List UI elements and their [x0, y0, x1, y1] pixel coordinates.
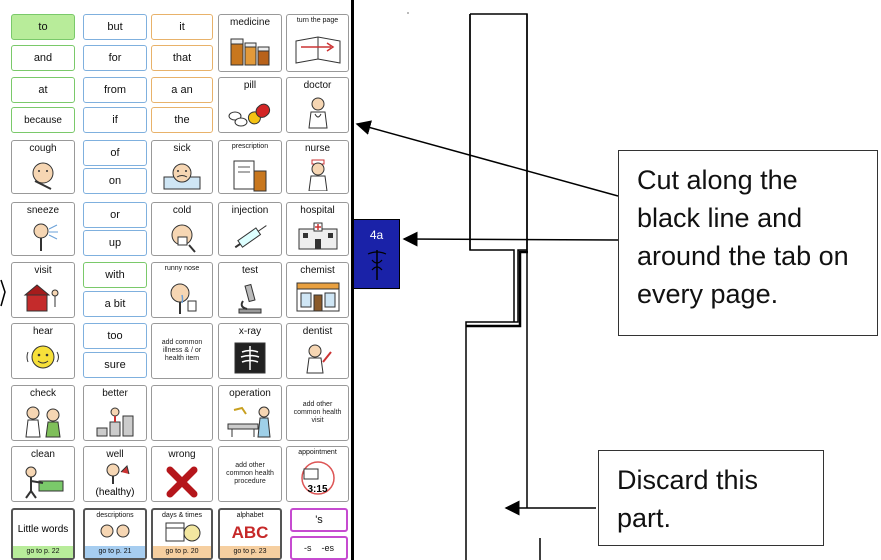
pic-runny-nose[interactable]: runny nose: [151, 262, 213, 318]
pic-chemist[interactable]: chemist: [286, 262, 349, 318]
pic-appointment[interactable]: appointment 3:15: [286, 446, 349, 502]
word-too[interactable]: too: [83, 323, 147, 349]
left-edge-mark: [0, 279, 6, 307]
word-for[interactable]: for: [83, 45, 147, 71]
word-s-es[interactable]: -s -es: [290, 536, 348, 560]
visit-house-icon: [23, 284, 59, 312]
pill-capsule-icon: [228, 103, 271, 127]
tab-4a: 4a: [354, 219, 400, 289]
operation-icon: [227, 406, 271, 438]
word-to[interactable]: to: [11, 14, 75, 40]
word-but[interactable]: but: [83, 14, 147, 40]
tab-label: 4a: [369, 228, 384, 242]
syringe-icon: [234, 225, 267, 249]
microscope-icon: [238, 283, 262, 314]
word-a-an[interactable]: a an: [151, 77, 213, 103]
pic-nurse[interactable]: nurse: [286, 140, 349, 194]
word-at[interactable]: at: [11, 77, 75, 103]
pic-cold[interactable]: cold: [151, 202, 213, 256]
pic-injection[interactable]: injection: [218, 202, 282, 256]
word-sure[interactable]: sure: [83, 352, 147, 378]
medicine-bottles-icon: [230, 38, 270, 66]
pic-xray[interactable]: x-ray: [218, 323, 282, 379]
caduceus-icon: [367, 250, 387, 280]
book-page-turn-icon: [295, 36, 340, 64]
pic-sick[interactable]: sick: [151, 140, 213, 194]
well-person-icon: [106, 463, 130, 484]
arrow-to-tab: [402, 231, 619, 247]
pic-prescription[interactable]: prescription: [218, 140, 282, 194]
pic-clean[interactable]: clean: [11, 446, 75, 502]
pic-visit[interactable]: visit: [11, 262, 75, 318]
pic-hear[interactable]: hear: [11, 323, 75, 379]
sick-in-bed-icon: [163, 163, 201, 190]
word-and[interactable]: and: [11, 45, 75, 71]
pic-add-procedure[interactable]: add other common health procedure: [218, 446, 282, 502]
pic-sneeze[interactable]: sneeze: [11, 202, 75, 256]
word-or[interactable]: or: [83, 202, 147, 228]
word-that[interactable]: that: [151, 45, 213, 71]
cough-face-icon: [32, 162, 54, 190]
appointment-clock-icon: [300, 461, 335, 495]
alphabet-abc: ABC: [231, 523, 269, 542]
word-apostrophe-s[interactable]: 's: [290, 508, 348, 532]
pic-hospital[interactable]: hospital: [286, 202, 349, 256]
word-the[interactable]: the: [151, 107, 213, 133]
dentist-icon: [305, 344, 332, 374]
pic-check[interactable]: check: [11, 385, 75, 441]
word-because[interactable]: because: [11, 107, 75, 133]
pic-medicine[interactable]: medicine: [218, 14, 282, 72]
hospital-building-icon: [298, 222, 337, 250]
pic-add-visit[interactable]: add other common health visit: [286, 385, 349, 441]
word-if[interactable]: if: [83, 107, 147, 133]
word-up[interactable]: up: [83, 230, 147, 256]
xray-icon: [234, 342, 266, 374]
pic-test[interactable]: test: [218, 262, 282, 318]
nurse-icon: [307, 159, 328, 191]
runny-nose-icon: [170, 283, 197, 314]
word-on[interactable]: on: [83, 168, 147, 194]
nav-descriptions[interactable]: descriptions go to p. 21: [83, 508, 147, 560]
word-from[interactable]: from: [83, 77, 147, 103]
pic-well[interactable]: well (healthy): [83, 446, 147, 502]
pic-better[interactable]: better: [83, 385, 147, 441]
pic-wrong[interactable]: wrong: [151, 446, 213, 502]
nav-alphabet[interactable]: alphabet ABC go to p. 23: [218, 508, 282, 560]
better-icon: [96, 407, 134, 437]
communication-board: to but it and for that medicine turn the…: [8, 10, 354, 560]
pic-add-illness[interactable]: add common illness & / or health item: [151, 323, 213, 379]
descriptions-icon: [100, 524, 130, 538]
pic-pill[interactable]: pill: [218, 77, 282, 133]
cut-line-board-edge: [351, 0, 354, 560]
word-it[interactable]: it: [151, 14, 213, 40]
doctor-check-icon: [25, 406, 61, 438]
cold-face-icon: [171, 224, 196, 253]
clean-icon: [25, 466, 64, 499]
callout-discard: Discard this part.: [598, 450, 824, 546]
hear-face-icon: [26, 345, 59, 369]
word-with[interactable]: with: [83, 262, 147, 288]
chemist-shop-icon: [296, 282, 339, 312]
pic-turn-the-page[interactable]: turn the page: [286, 14, 349, 72]
calendar-clock-icon: [165, 522, 201, 542]
pic-cough[interactable]: cough: [11, 140, 75, 194]
pic-operation[interactable]: operation: [218, 385, 282, 441]
sneeze-person-icon: [33, 223, 58, 251]
prescription-icon: [233, 160, 267, 192]
callout-cut-instructions: Cut along the black line and around the …: [618, 150, 878, 336]
pic-blank[interactable]: [151, 385, 213, 441]
pic-dentist[interactable]: dentist: [286, 323, 349, 379]
pic-doctor[interactable]: doctor: [286, 77, 349, 133]
nav-little-words[interactable]: Little words go to p. 22: [11, 508, 75, 560]
nav-days-times[interactable]: days & times go to p. 20: [151, 508, 213, 560]
arrow-to-board-edge: [355, 120, 619, 197]
word-a-bit[interactable]: a bit: [83, 291, 147, 317]
appointment-time: 3:15: [307, 484, 328, 495]
word-of[interactable]: of: [83, 140, 147, 166]
red-cross-icon: [166, 466, 198, 498]
doctor-icon: [307, 97, 328, 129]
